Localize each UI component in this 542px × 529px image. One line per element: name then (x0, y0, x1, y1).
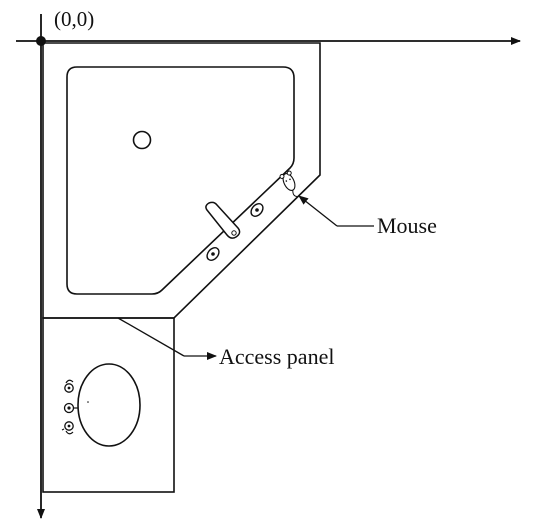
sink-drain (87, 401, 89, 403)
drain-icon (132, 130, 152, 150)
origin-dot (36, 36, 46, 46)
sink-knob-top (64, 379, 74, 393)
vanity-cabinet (42, 317, 175, 493)
tub-knob-lower (206, 247, 220, 261)
sink-knob-bottom (61, 421, 74, 435)
corner-tub-outline (42, 42, 321, 319)
access-panel-leader (117, 317, 185, 357)
faucet-icon (205, 201, 241, 239)
sink-basin (77, 363, 141, 447)
access-panel-label: Access panel (219, 344, 334, 369)
mouse-arrow (298, 195, 338, 227)
tub-basin (66, 66, 295, 295)
tub-knob-upper (250, 203, 264, 217)
mouse-label: Mouse (377, 213, 437, 238)
origin-label: (0,0) (54, 7, 94, 31)
sink-faucet-icon (63, 402, 78, 414)
mouse-icon (279, 170, 299, 198)
